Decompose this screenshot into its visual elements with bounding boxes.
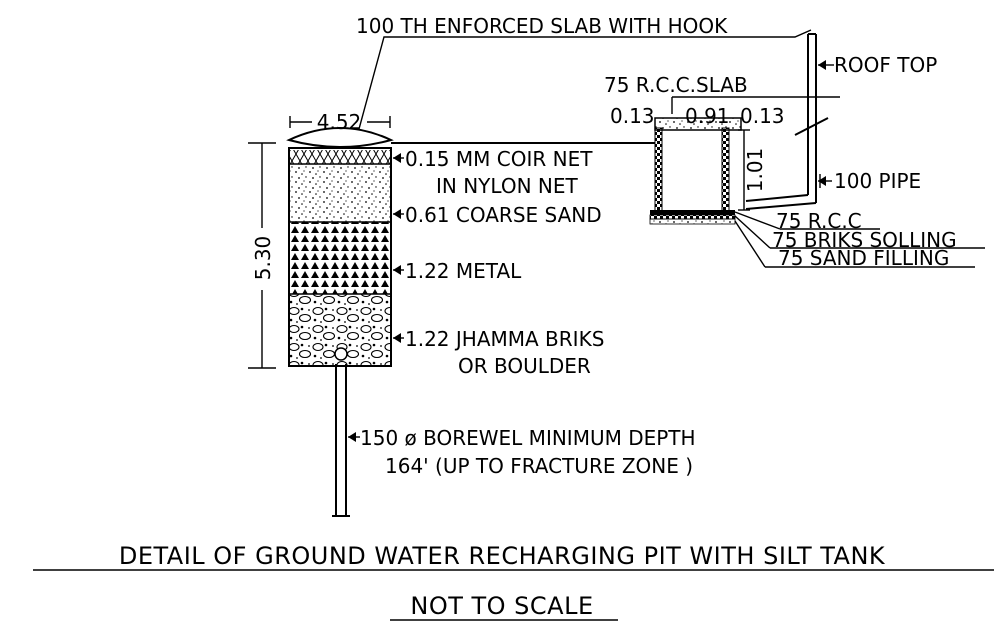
metal-label: 1.22 METAL [405, 259, 522, 283]
pit-layer-leaders [348, 153, 404, 442]
coir-net-layer [289, 150, 391, 164]
pit-width-dimension [289, 116, 391, 128]
borewell-label-2: 164' (UP TO FRACTURE ZONE ) [385, 454, 693, 478]
roof-top-label: ROOF TOP [834, 53, 937, 77]
wall-right-label: 0.13 [740, 104, 785, 128]
borewell-pipe [332, 347, 350, 517]
pit-depth-label: 5.30 [251, 236, 275, 281]
coarse-sand-label: 0.61 COARSE SAND [405, 203, 602, 227]
pit-depth-dimension [248, 142, 276, 369]
tank-height-label: 1.01 [743, 148, 767, 193]
slab-dome [286, 127, 394, 148]
slab-hook-label: 100 TH ENFORCED SLAB WITH HOOK [356, 14, 728, 38]
coir-net-label: 0.15 MM COIR NET [405, 147, 593, 171]
borewell-label: 150 ø BOREWEL MINIMUM DEPTH [360, 426, 696, 450]
jhamma-label-2: OR BOULDER [458, 354, 591, 378]
sand-filling-label: 75 SAND FILLING [778, 246, 949, 270]
rcc-label: 75 R.C.C [776, 209, 862, 233]
wall-left-label: 0.13 [610, 104, 655, 128]
slab-hook-leader [358, 29, 812, 130]
tank-base-leaders [734, 211, 985, 268]
silt-tank [649, 117, 742, 225]
rcc-slab-label: 75 R.C.C.SLAB [604, 73, 748, 97]
jhamma-label: 1.22 JHAMMA BRIKS [405, 327, 604, 351]
pipe-label: 100 PIPE [834, 169, 921, 193]
coir-net-label-2: IN NYLON NET [436, 174, 578, 198]
drawing-title: DETAIL OF GROUND WATER RECHARGING PIT WI… [119, 542, 886, 570]
drawing-subtitle: NOT TO SCALE [410, 592, 593, 620]
brick-soling-label: 75 BRIKS SOLLING [772, 228, 957, 252]
coarse-sand-layer [289, 164, 391, 222]
recharge-pit [286, 127, 394, 367]
pit-width-label: 4.52 [317, 110, 362, 134]
roof-pipe [745, 33, 829, 210]
metal-layer [289, 222, 391, 294]
inner-width-label: 0.91 [685, 104, 730, 128]
rcc-slab [654, 117, 742, 131]
